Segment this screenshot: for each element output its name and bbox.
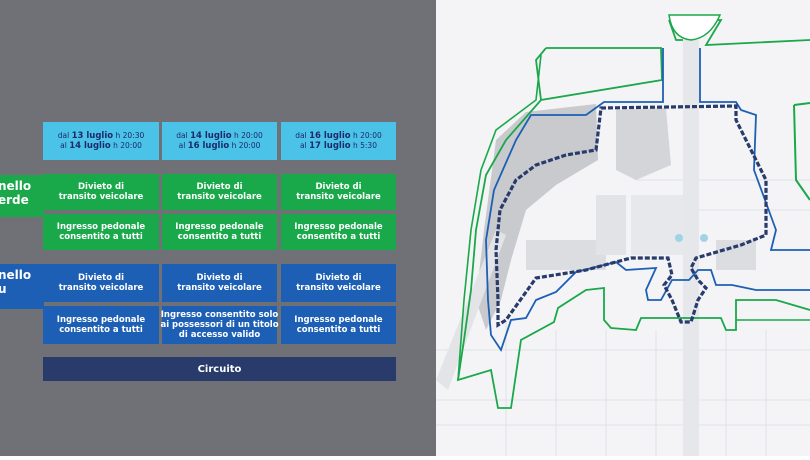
blue-vehicle-1: Divieto di transito veicolare <box>43 264 159 302</box>
green-ring-label: nello erde <box>0 175 44 217</box>
fountain <box>700 234 708 242</box>
green-ring-boundary <box>456 19 810 409</box>
building-block <box>526 240 606 270</box>
building-block <box>716 240 756 270</box>
blue-access-restricted: Ingresso consentito solo ai possessori d… <box>160 306 279 344</box>
green-vehicle-3: Divieto di transito veicolare <box>281 174 396 210</box>
blue-ring-boundary <box>485 48 810 353</box>
blue-vehicle-3: Divieto di transito veicolare <box>281 264 396 302</box>
date-cell-3: dal 16 luglio h 20:00 al 17 luglio h 5:3… <box>281 122 396 160</box>
diagonal-strip <box>436 230 506 390</box>
green-pedestrian-3: Ingresso pedonale consentito a tutti <box>281 214 396 250</box>
circuit-track <box>494 104 768 328</box>
blue-ring-label: nello u <box>0 264 44 309</box>
green-vehicle-1: Divieto di transito veicolare <box>43 174 159 210</box>
street-grid <box>436 179 810 456</box>
date-cell-1: dal 13 luglio h 20:30 al 14 luglio h 20:… <box>43 122 159 160</box>
building-block <box>631 195 691 255</box>
green-vehicle-2: Divieto di transito veicolare <box>162 174 277 210</box>
blue-pedestrian-1: Ingresso pedonale consentito a tutti <box>43 306 159 344</box>
legend-panel: dal 13 luglio h 20:30 al 14 luglio h 20:… <box>0 0 436 456</box>
boulevard <box>683 40 699 456</box>
building-block <box>596 195 626 255</box>
blue-pedestrian-3: Ingresso pedonale consentito a tutti <box>281 306 396 344</box>
top-fountain-shape <box>668 14 722 41</box>
park-area-2 <box>616 108 671 180</box>
green-pedestrian-1: Ingresso pedonale consentito a tutti <box>43 214 159 250</box>
fountain <box>675 234 683 242</box>
map <box>436 0 810 456</box>
blue-vehicle-2: Divieto di transito veicolare <box>162 264 277 302</box>
green-pedestrian-2: Ingresso pedonale consentito a tutti <box>162 214 277 250</box>
circuit-legend: Circuito <box>43 357 396 381</box>
green-ring-right <box>793 102 810 201</box>
green-ring-left-edge <box>457 54 542 381</box>
date-cell-2: dal 14 luglio h 20:00 al 16 luglio h 20:… <box>162 122 277 160</box>
